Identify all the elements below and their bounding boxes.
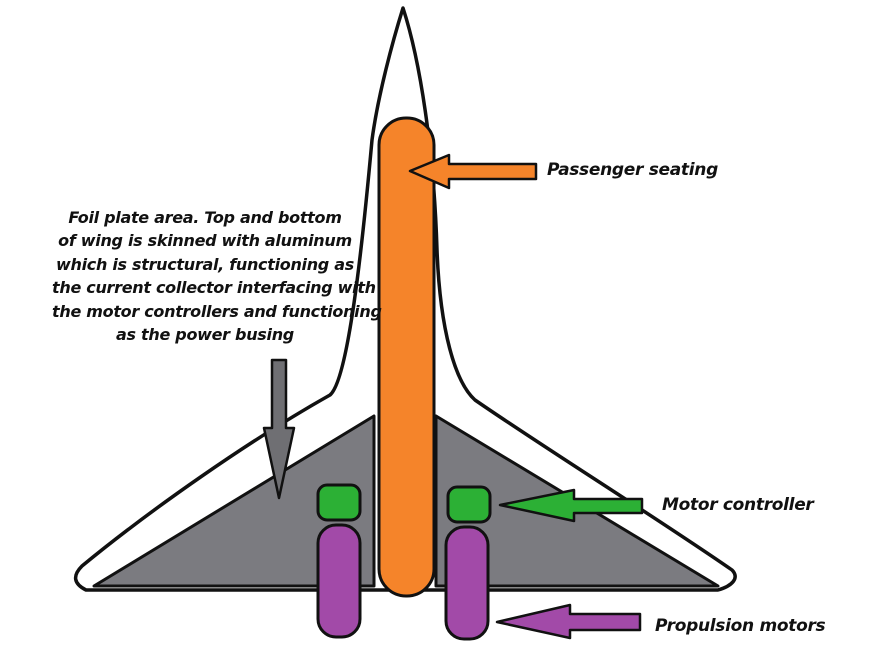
foil-plate-description: Foil plate area. Top and bottom of wing … xyxy=(52,206,382,346)
propulsion-motors-label: Propulsion motors xyxy=(655,616,826,636)
foil-line-4: the current collector interfacing with xyxy=(52,278,376,298)
foil-line-6: as the power busing xyxy=(116,325,294,345)
foil-line-2: of wing is skinned with aluminum xyxy=(58,231,352,251)
arrow-propulsion-motors xyxy=(495,603,642,640)
motor-controller-right xyxy=(446,485,492,524)
arrow-passenger-seating xyxy=(408,153,538,190)
motor-controller-left xyxy=(316,483,362,522)
arrow-motor-controller xyxy=(498,488,644,523)
passenger-seating-block xyxy=(377,116,436,598)
wing-left xyxy=(92,414,376,588)
foil-line-3: which is structural, functioning as xyxy=(56,254,354,274)
motor-controller-label: Motor controller xyxy=(662,495,814,515)
passenger-seating-label: Passenger seating xyxy=(547,160,718,180)
foil-line-5: the motor controllers and functioning xyxy=(52,301,382,321)
foil-line-1: Foil plate area. Top and bottom xyxy=(68,208,342,227)
propulsion-motor-right xyxy=(444,525,490,641)
arrow-foil-plate xyxy=(262,358,296,500)
propulsion-motor-left xyxy=(316,523,362,639)
